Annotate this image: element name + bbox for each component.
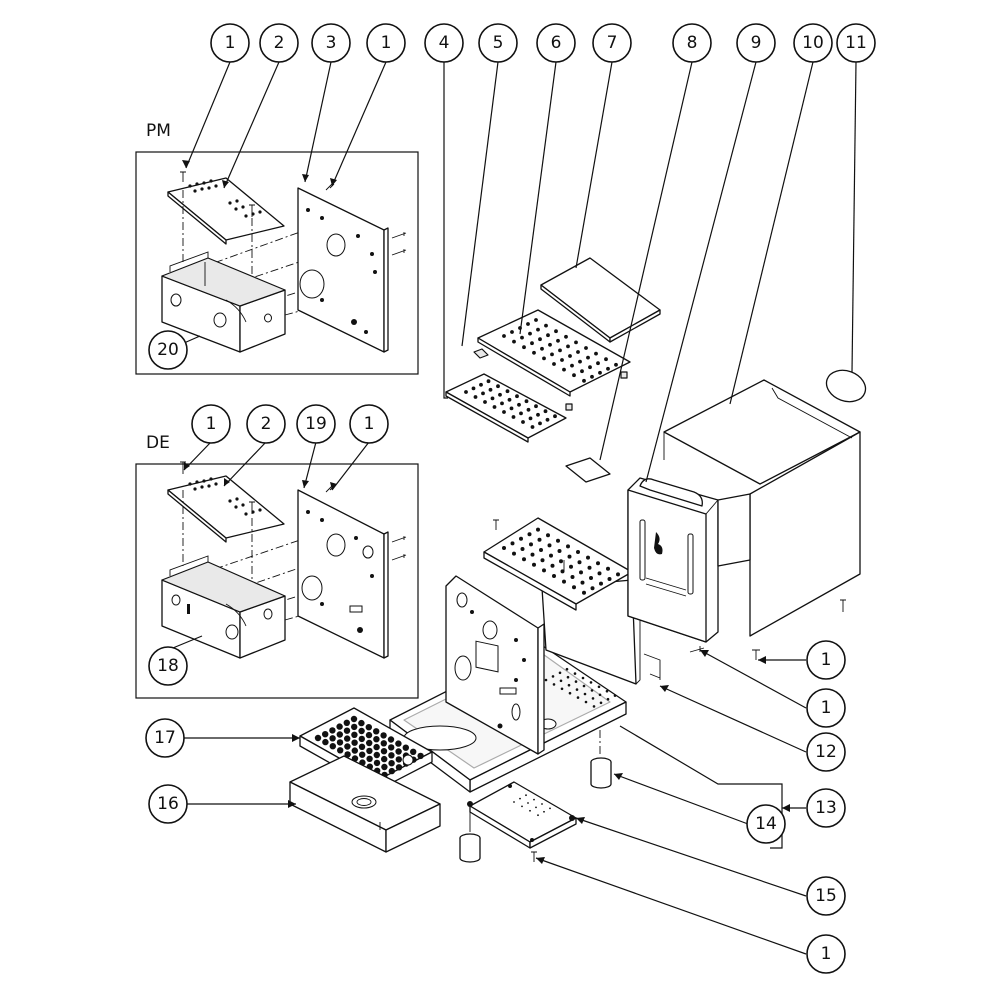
svg-text:10: 10 xyxy=(802,33,824,53)
svg-text:16: 16 xyxy=(157,794,179,814)
svg-text:1: 1 xyxy=(821,944,832,964)
svg-text:1: 1 xyxy=(206,414,217,434)
pad xyxy=(473,348,489,359)
pm-screws-right xyxy=(391,232,407,256)
drip-tray-box xyxy=(289,755,441,853)
callout-1-right-a: 1 xyxy=(806,640,846,680)
callout-11: 11 xyxy=(836,23,876,63)
callout-pm-20: 20 xyxy=(148,330,188,370)
callout-pm-1b: 1 xyxy=(366,23,406,63)
callout-16: 16 xyxy=(148,784,188,824)
callout-12: 12 xyxy=(806,732,846,772)
callout-10: 10 xyxy=(793,23,833,63)
callout-7: 7 xyxy=(592,23,632,63)
drip-tray-grate xyxy=(299,707,433,791)
svg-text:8: 8 xyxy=(687,33,698,53)
callout-15: 15 xyxy=(806,876,846,916)
callout-de-1a: 1 xyxy=(191,404,231,444)
pm-inset: PM xyxy=(135,121,419,375)
pm-inset-label: PM xyxy=(146,121,171,141)
badge-lens xyxy=(825,369,867,403)
callout-6: 6 xyxy=(536,23,576,63)
de-side-panel xyxy=(297,489,389,659)
de-inset-label: DE xyxy=(146,433,170,453)
cover-screw xyxy=(840,599,846,612)
svg-text:1: 1 xyxy=(364,414,375,434)
leader-lines xyxy=(167,61,857,955)
de-inset-frame xyxy=(135,463,419,699)
callout-8: 8 xyxy=(672,23,712,63)
callout-de-18: 18 xyxy=(148,646,188,686)
callout-4: 4 xyxy=(424,23,464,63)
svg-text:14: 14 xyxy=(755,814,777,834)
svg-text:1: 1 xyxy=(225,33,236,53)
callout-1-bottom: 1 xyxy=(806,934,846,974)
chassis xyxy=(389,573,641,793)
svg-text:13: 13 xyxy=(815,798,837,818)
de-screw-top-mid xyxy=(249,501,255,514)
svg-text:20: 20 xyxy=(157,340,179,360)
grid-foot xyxy=(565,403,573,411)
svg-text:7: 7 xyxy=(607,33,618,53)
callout-9: 9 xyxy=(736,23,776,63)
svg-text:1: 1 xyxy=(821,650,832,670)
callout-pm-3: 3 xyxy=(311,23,351,63)
arrowheads xyxy=(182,160,790,864)
screw-bottom xyxy=(531,851,537,862)
svg-text:1: 1 xyxy=(381,33,392,53)
callout-1-right-b: 1 xyxy=(806,688,846,728)
svg-text:2: 2 xyxy=(261,414,272,434)
callout-5: 5 xyxy=(478,23,518,63)
pm-bracket xyxy=(161,251,286,353)
callout-de-1b: 1 xyxy=(349,404,389,444)
pm-screw-top-left xyxy=(180,171,186,182)
top-lid xyxy=(483,517,633,611)
callout-17: 17 xyxy=(145,718,185,758)
small-plate xyxy=(565,457,611,483)
top-plate xyxy=(540,257,661,343)
rear-cover xyxy=(663,379,861,637)
tray-foot xyxy=(620,371,628,379)
svg-text:18: 18 xyxy=(157,656,179,676)
screw-right-b xyxy=(752,649,760,660)
svg-text:12: 12 xyxy=(815,742,837,762)
svg-text:1: 1 xyxy=(821,698,832,718)
svg-text:19: 19 xyxy=(305,414,327,434)
callout-de-2: 2 xyxy=(246,404,286,444)
drip-grid xyxy=(445,373,573,443)
svg-text:11: 11 xyxy=(845,33,867,53)
de-screw-top-left xyxy=(180,461,186,474)
water-tank xyxy=(627,477,719,643)
callout-13: 13 xyxy=(806,788,846,828)
callout-14: 14 xyxy=(746,804,786,844)
callout-de-19: 19 xyxy=(296,404,336,444)
callout-pm-1a: 1 xyxy=(210,23,250,63)
svg-text:5: 5 xyxy=(493,33,504,53)
foot-front xyxy=(459,812,481,863)
de-screws-right xyxy=(391,536,407,561)
svg-text:3: 3 xyxy=(326,33,337,53)
pm-screw-top-mid xyxy=(249,204,255,217)
svg-text:6: 6 xyxy=(551,33,562,53)
svg-text:4: 4 xyxy=(439,33,450,53)
pm-side-panel xyxy=(297,187,389,353)
foot-rear xyxy=(590,757,612,789)
svg-text:15: 15 xyxy=(815,886,837,906)
svg-text:17: 17 xyxy=(154,728,176,748)
side-bracket xyxy=(643,653,661,680)
cup-tray-grid xyxy=(477,309,631,397)
screw-right-a xyxy=(689,646,705,653)
de-bracket xyxy=(161,555,286,659)
svg-text:2: 2 xyxy=(274,33,285,53)
pm-cover-plate xyxy=(167,177,285,245)
svg-text:9: 9 xyxy=(751,33,762,53)
de-cover-plate xyxy=(167,475,285,543)
callout-pm-2: 2 xyxy=(259,23,299,63)
pm-inset-frame xyxy=(135,151,419,375)
de-inset: DE xyxy=(135,433,419,699)
drip-tray-base xyxy=(467,781,577,849)
